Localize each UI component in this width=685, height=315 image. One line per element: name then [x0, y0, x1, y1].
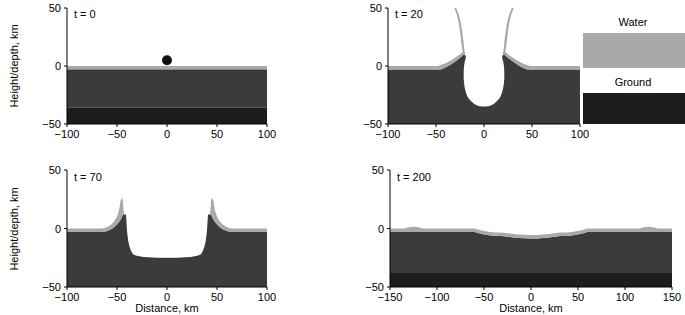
water-layer: [67, 198, 124, 232]
axis-title: Height/depth, km: [9, 187, 20, 270]
time-label: t = 0: [74, 9, 96, 20]
tick-label: −100: [425, 292, 450, 303]
axis-line: [67, 170, 267, 287]
tick-label: −150: [378, 292, 403, 303]
ground-crater: [388, 54, 580, 124]
water-layer: [502, 52, 580, 69]
tick-label: 0: [376, 61, 382, 72]
water-layer: [390, 227, 672, 239]
tick-label: 0: [378, 223, 384, 234]
axis-title: Distance, km: [499, 303, 563, 314]
legend-label: Water: [619, 17, 648, 28]
ground-crater: [67, 214, 267, 287]
tick-label: 0: [481, 129, 487, 140]
axis-ticks: [64, 170, 267, 290]
axis-ticks: [387, 170, 672, 290]
tick-label: 50: [49, 3, 61, 14]
tick-label: −50: [427, 129, 446, 140]
tick-label: −50: [108, 292, 127, 303]
tick-label: 0: [164, 129, 170, 140]
panel-t20: [388, 8, 580, 124]
deep-ground-layer: [390, 273, 672, 287]
water-layer: [388, 52, 466, 69]
ground-layer: [67, 69, 267, 107]
water-jet: [503, 8, 514, 53]
axis-title: Distance, km: [135, 303, 199, 314]
axis-ticks: [385, 8, 580, 127]
tick-label: −100: [376, 129, 401, 140]
tick-label: 100: [258, 292, 276, 303]
axis-line: [388, 8, 580, 124]
tick-label: 50: [211, 292, 223, 303]
panel-t0: [67, 55, 267, 124]
tick-label: 50: [49, 165, 61, 176]
legend-swatch: [583, 33, 685, 68]
impactor: [162, 55, 172, 65]
tick-label: −100: [55, 292, 80, 303]
tick-label: 0: [528, 292, 534, 303]
tick-label: 150: [663, 292, 681, 303]
tick-label: 50: [370, 3, 382, 14]
water-jet: [454, 8, 465, 53]
tick-label: 100: [571, 129, 589, 140]
tick-label: 100: [258, 129, 276, 140]
axis-line: [390, 170, 672, 287]
tick-label: 100: [616, 292, 634, 303]
tick-label: 50: [372, 165, 384, 176]
tick-label: −50: [475, 292, 494, 303]
deep-ground-layer: [67, 108, 267, 124]
panel-t70: [67, 198, 267, 287]
axis-line: [67, 8, 267, 124]
tick-label: 0: [164, 292, 170, 303]
tick-label: 50: [572, 292, 584, 303]
time-label: t = 20: [395, 9, 423, 20]
axis-title: Height/depth, km: [9, 24, 20, 107]
legend-swatch: [583, 93, 685, 124]
tick-label: 0: [55, 61, 61, 72]
tick-label: 50: [526, 129, 538, 140]
time-label: t = 200: [397, 172, 431, 183]
tick-label: 0: [55, 223, 61, 234]
tick-label: −100: [55, 129, 80, 140]
axis-ticks: [64, 8, 267, 127]
time-label: t = 70: [74, 172, 102, 183]
axes: [64, 8, 672, 290]
water-layer: [67, 66, 267, 69]
tick-label: −50: [108, 129, 127, 140]
legend-label: Ground: [615, 77, 652, 88]
panel-t200: [390, 227, 672, 287]
water-layer: [210, 198, 267, 232]
tick-label: 50: [211, 129, 223, 140]
